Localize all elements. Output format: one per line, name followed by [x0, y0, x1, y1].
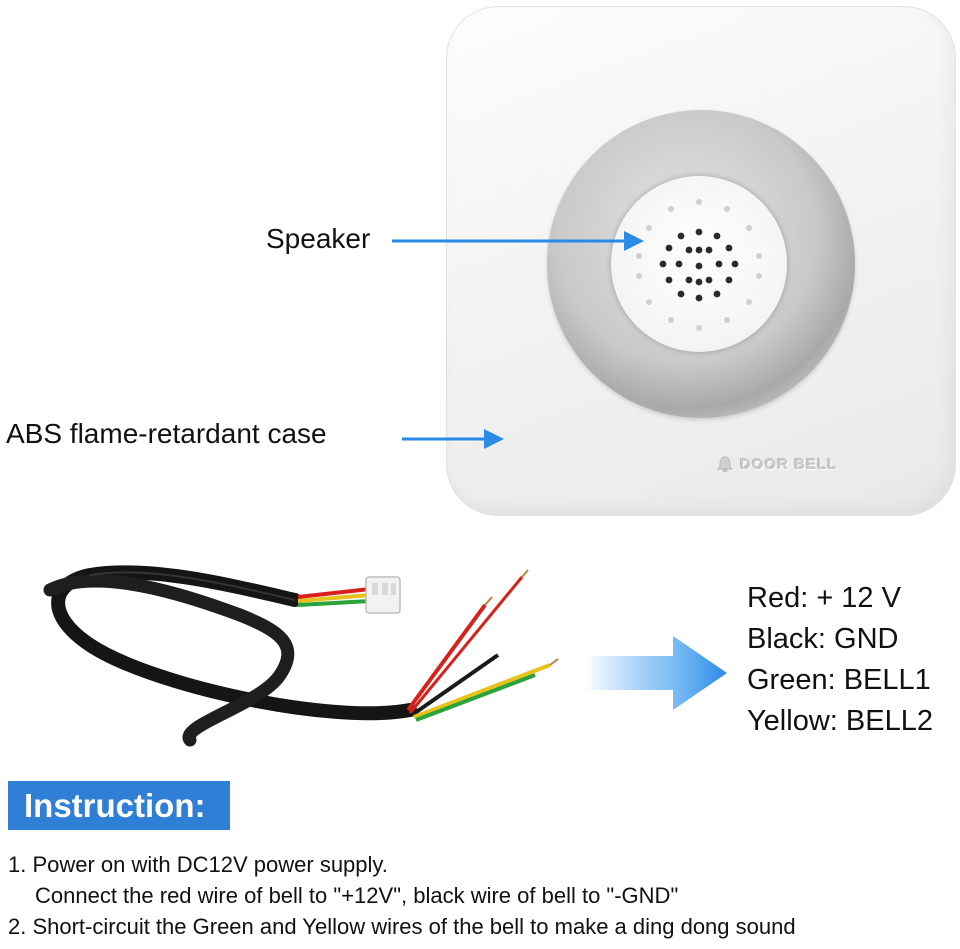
wire-red-label: Red: + 12 V [747, 582, 901, 614]
speaker-holes [636, 199, 762, 331]
step-2-line-1: 2. Short-circuit the Green and Yellow wi… [8, 914, 796, 939]
instruction-steps: 1. Power on with DC12V power supply. Con… [8, 849, 796, 942]
cable-illustration [43, 565, 559, 747]
bell-icon [716, 456, 734, 473]
wire-yellow-label: Yellow: BELL2 [747, 705, 933, 737]
wire-legend: Red: + 12 V Black: GND Green: BELL1 Yell… [747, 578, 933, 742]
instruction-title: Instruction: [24, 787, 206, 824]
step-1-line-1: 1. Power on with DC12V power supply. [8, 852, 388, 877]
brand-text: DOOR BELL [740, 456, 838, 473]
speaker-arrow-icon [392, 231, 644, 251]
speaker-grille [611, 176, 787, 352]
wire-green-label: Green: BELL1 [747, 664, 931, 696]
brand-mark: DOOR BELL [716, 455, 876, 485]
wire-arrow-icon [585, 636, 727, 710]
instruction-badge: Instruction: [8, 781, 230, 830]
step-1-line-2: Connect the red wire of bell to "+12V", … [35, 883, 679, 908]
wire-black-label: Black: GND [747, 623, 899, 655]
case-label: ABS flame-retardant case [6, 418, 327, 449]
case-arrow-icon [402, 429, 504, 449]
speaker-label: Speaker [266, 223, 371, 254]
